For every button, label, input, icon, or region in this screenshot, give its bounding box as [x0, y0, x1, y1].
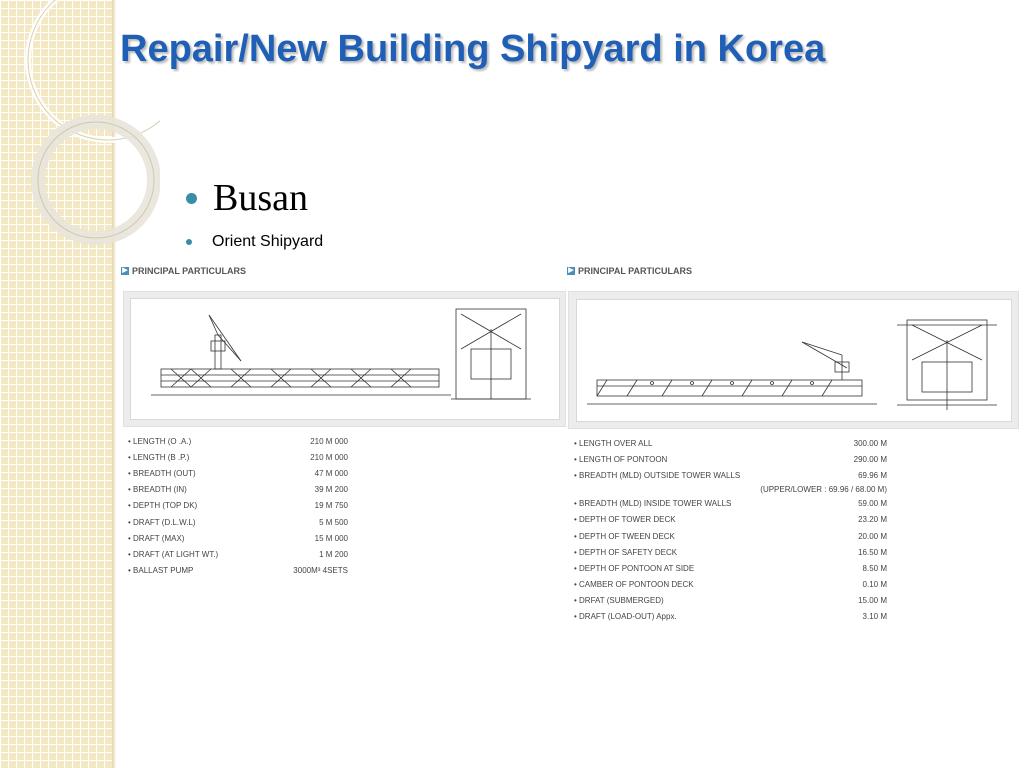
spec-label: BREADTH (MLD) OUTSIDE TOWER WALLS: [574, 471, 740, 480]
decorative-rings: [25, 0, 160, 245]
spec-value: 5 M 500: [319, 517, 348, 527]
spec-value: 1 M 200: [319, 549, 348, 559]
right-panel-header: ▶ PRINCIPAL PARTICULARS: [567, 265, 1017, 277]
spec-row: DEPTH (TOP DK) 19 M 750: [128, 498, 348, 514]
spec-row: LENGTH OF PONTOON 290.00 M: [574, 451, 887, 467]
left-drawing-box: [123, 291, 566, 427]
spec-row: CAMBER OF PONTOON DECK 0.10 M: [574, 577, 887, 593]
bullet-busan: Busan: [186, 176, 308, 220]
spec-value: 3.10 M: [862, 612, 887, 622]
spec-label: BREADTH (OUT): [128, 469, 196, 478]
spec-label: BALLAST PUMP: [128, 566, 193, 575]
floating-dock-drawing: [587, 319, 997, 410]
left-panel-header: ▶ PRINCIPAL PARTICULARS: [121, 265, 565, 277]
spec-value: 47 M 000: [314, 468, 348, 478]
spec-row: BALLAST PUMP 3000M³ 4SETS: [128, 563, 348, 579]
bullet-dot: [186, 192, 197, 204]
spec-value: 0.10 M: [862, 580, 887, 590]
spec-value: 210 M 000: [310, 436, 348, 446]
spec-value: 290.00 M: [853, 454, 887, 464]
bullet-main-text: Busan: [213, 177, 308, 219]
spec-value: 20.00 M: [858, 531, 887, 541]
right-drawing-box: [568, 291, 1019, 429]
spec-label: CAMBER OF PONTOON DECK: [574, 580, 694, 589]
spec-row: DRAFT (LOAD-OUT) Appx. 3.10 M: [574, 609, 887, 625]
spec-value: 3000M³ 4SETS: [293, 566, 348, 576]
slide-title: Repair/New Building Shipyard in Korea: [120, 28, 826, 70]
spec-label: BREADTH (IN): [128, 485, 187, 494]
spec-label: DRAFT (MAX): [128, 534, 184, 543]
spec-value: 300.00 M: [853, 438, 887, 448]
spec-row: BREADTH (IN) 39 M 200: [128, 482, 348, 498]
spec-row: DEPTH OF SAFETY DECK 16.50 M: [574, 544, 887, 560]
spec-label: DRFAT (SUBMERGED): [574, 596, 664, 605]
left-panel: ▶ PRINCIPAL PARTICULARS: [121, 265, 565, 277]
spec-label: DEPTH OF SAFETY DECK: [574, 548, 677, 557]
spec-row: DRAFT (D.L.W.L) 5 M 500: [128, 514, 348, 530]
bullet-sub-text: Orient Shipyard: [212, 233, 324, 250]
left-drawing: [130, 298, 560, 420]
left-panel-header-text: PRINCIPAL PARTICULARS: [132, 266, 247, 276]
spec-value: 39 M 200: [314, 485, 348, 495]
right-drawing: [576, 299, 1012, 422]
spec-value: 19 M 750: [314, 501, 348, 511]
left-specs: LENGTH (O .A.) 210 M 000 LENGTH (B .P.) 21…: [128, 433, 348, 579]
spec-row: BREADTH (MLD) OUTSIDE TOWER WALLS 69.96 M: [574, 467, 887, 483]
spec-value: 23.20 M: [858, 515, 887, 525]
spec-value: 15 M 000: [314, 533, 348, 543]
arrow-icon: ▶: [121, 267, 129, 275]
spec-label: LENGTH (O .A.): [128, 437, 191, 446]
floating-dock-drawing: [151, 308, 531, 400]
spec-label: BREADTH (MLD) INSIDE TOWER WALLS: [574, 499, 731, 508]
spec-label: LENGTH (B .P.): [128, 453, 189, 462]
spec-value: 15.00 M: [858, 596, 887, 606]
spec-value: 16.50 M: [858, 547, 887, 557]
spec-row: DEPTH OF TOWER DECK 23.20 M: [574, 512, 887, 528]
spec-value: 59.00 M: [858, 499, 887, 509]
spec-row: LENGTH (B .P.) 210 M 000: [128, 449, 348, 465]
spec-row: LENGTH (O .A.) 210 M 000: [128, 433, 348, 449]
spec-label: DRAFT (D.L.W.L): [128, 518, 196, 527]
spec-value: 210 M 000: [310, 452, 348, 462]
arrow-icon: ▶: [567, 267, 575, 275]
spec-row: DEPTH OF TWEEN DECK 20.00 M: [574, 528, 887, 544]
spec-label: DEPTH OF TOWER DECK: [574, 515, 676, 524]
spec-row: DRAFT (MAX) 15 M 000: [128, 530, 348, 546]
spec-value: 69.96 M: [858, 470, 887, 480]
spec-label: LENGTH OVER ALL: [574, 439, 652, 448]
spec-row: LENGTH OVER ALL 300.00 M: [574, 435, 887, 451]
spec-label: DEPTH OF PONTOON AT SIDE: [574, 564, 694, 573]
spec-note: (UPPER/LOWER : 69.96 / 68.00 M): [760, 485, 887, 495]
spec-row: BREADTH (MLD) INSIDE TOWER WALLS 59.00 M: [574, 496, 887, 512]
spec-row: BREADTH (OUT) 47 M 000: [128, 465, 348, 481]
right-panel: ▶ PRINCIPAL PARTICULARS: [567, 265, 1017, 277]
right-specs: LENGTH OVER ALL 300.00 M LENGTH OF PONTOO…: [574, 435, 887, 625]
spec-label: DEPTH OF TWEEN DECK: [574, 532, 675, 541]
bullet-orient: Orient Shipyard: [186, 233, 323, 251]
spec-row: DRFAT (SUBMERGED) 15.00 M: [574, 593, 887, 609]
spec-label: DRAFT (LOAD-OUT) Appx.: [574, 612, 677, 621]
spec-label: LENGTH OF PONTOON: [574, 455, 667, 464]
spec-label: DEPTH (TOP DK): [128, 501, 197, 510]
spec-label: DRAFT (AT LIGHT WT.): [128, 550, 218, 559]
right-panel-header-text: PRINCIPAL PARTICULARS: [578, 266, 693, 276]
spec-row: DRAFT (AT LIGHT WT.) 1 M 200: [128, 546, 348, 562]
spec-value: 8.50 M: [862, 563, 887, 573]
side-edge: [112, 0, 116, 768]
bullet-dot: [186, 239, 192, 245]
spec-row: DEPTH OF PONTOON AT SIDE 8.50 M: [574, 560, 887, 576]
